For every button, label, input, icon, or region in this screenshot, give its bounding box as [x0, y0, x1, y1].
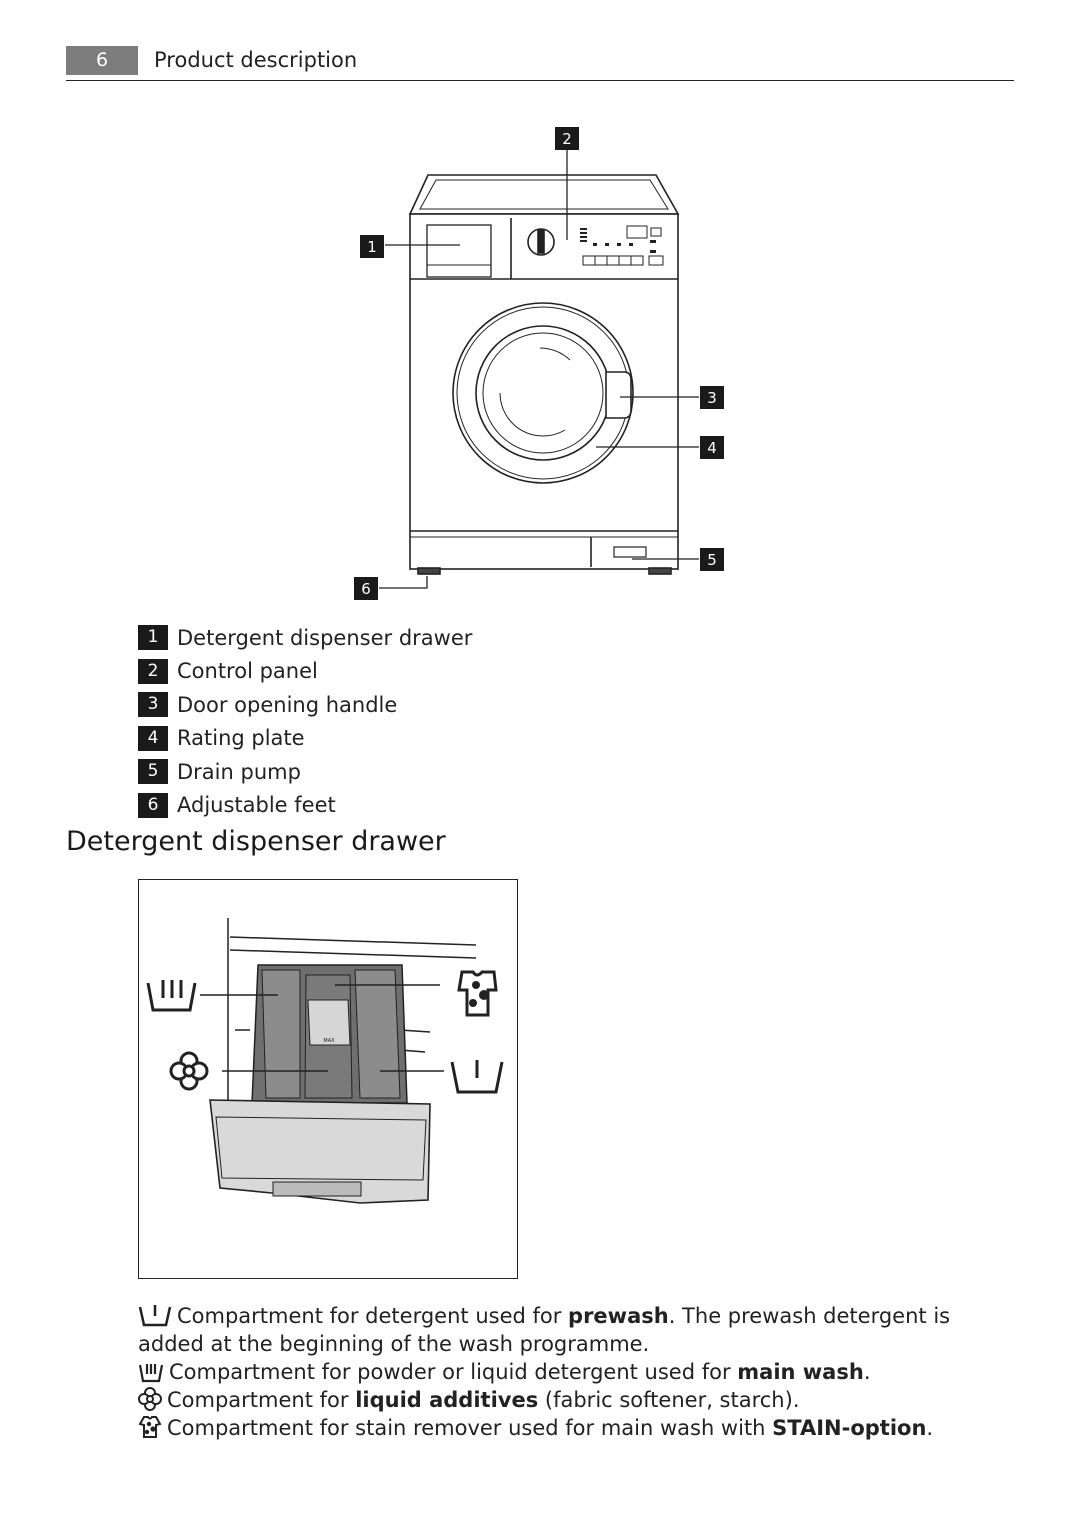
- legend-item: 6 Adjustable feet: [138, 789, 472, 823]
- dispenser-drawer-illustration: MAX: [146, 918, 504, 1204]
- callout-2: 2: [562, 130, 572, 148]
- subheading: Detergent dispenser drawer: [66, 826, 446, 857]
- legend-label: Door opening handle: [177, 692, 398, 717]
- legend-number: 6: [138, 792, 168, 818]
- callout-1: 1: [367, 238, 377, 256]
- legend-item: 3 Door opening handle: [138, 688, 472, 722]
- legend-label: Detergent dispenser drawer: [177, 625, 473, 650]
- prewash-icon: [138, 1305, 172, 1327]
- callout-3: 3: [707, 389, 717, 407]
- flower-icon: [169, 1051, 209, 1091]
- legend-label: Drain pump: [177, 759, 301, 784]
- stain-shirt-icon: [457, 970, 498, 1017]
- section-title: Product description: [154, 48, 358, 72]
- legend-number: 2: [138, 658, 168, 684]
- legend-label: Adjustable feet: [177, 793, 336, 818]
- main-wash-icon: [138, 1364, 164, 1383]
- description-main-wash: Compartment for powder or liquid deterge…: [138, 1358, 1018, 1386]
- legend-item: 2 Control panel: [138, 655, 472, 689]
- legend-label: Rating plate: [177, 726, 305, 751]
- parts-legend: 1 Detergent dispenser drawer 2 Control p…: [138, 621, 472, 822]
- main-wash-icon: [146, 980, 197, 1012]
- description-prewash: Compartment for detergent used for prewa…: [138, 1304, 951, 1356]
- callout-4: 4: [707, 439, 717, 457]
- prewash-icon: [450, 1060, 504, 1094]
- drawer-figure-frame: [138, 879, 518, 1279]
- legend-item: 4 Rating plate: [138, 722, 472, 756]
- drawer-max-label: MAX: [323, 1038, 335, 1044]
- legend-item: 1 Detergent dispenser drawer: [138, 621, 472, 655]
- legend-number: 4: [138, 725, 168, 751]
- legend-number: 5: [138, 759, 168, 785]
- callout-6: 6: [361, 580, 371, 598]
- flower-icon: [138, 1387, 162, 1411]
- legend-number: 1: [138, 625, 168, 651]
- legend-number: 3: [138, 692, 168, 718]
- page-number: 6: [66, 46, 138, 75]
- callout-5: 5: [707, 551, 717, 569]
- stain-shirt-icon: [138, 1416, 162, 1438]
- washing-machine-illustration: 1 2 3 4 5 6: [354, 127, 724, 600]
- page-header: 6 Product description: [66, 44, 1014, 81]
- description-stain-remover: Compartment for stain remover used for m…: [138, 1414, 1018, 1442]
- description-liquid-additives: Compartment for liquid additives (fabric…: [138, 1386, 1018, 1414]
- legend-item: 5 Drain pump: [138, 755, 472, 789]
- legend-label: Control panel: [177, 659, 318, 684]
